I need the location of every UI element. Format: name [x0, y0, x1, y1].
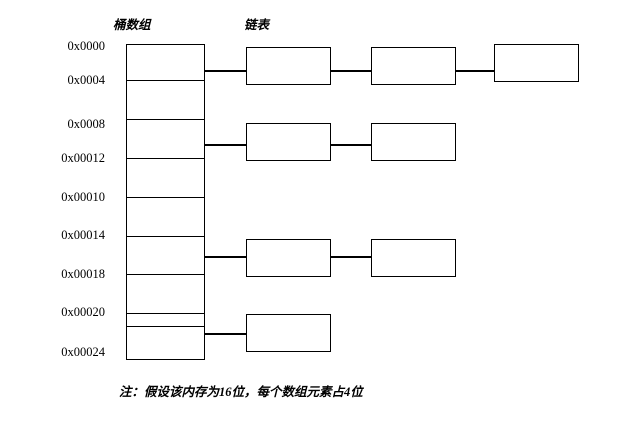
bucket-divider-2 — [127, 119, 204, 120]
address-label-6: 0x00018 — [61, 267, 105, 281]
bucket-array-title: 桶数组 — [113, 18, 151, 32]
address-label-1: 0x0004 — [67, 73, 106, 87]
address-label-3: 0x00012 — [61, 151, 105, 165]
bucket-divider-7 — [127, 313, 204, 314]
bucket-divider-5 — [127, 236, 204, 237]
chain-1-link-2 — [456, 70, 494, 72]
bucket-divider-6 — [127, 274, 204, 275]
linked-list-title: 链表 — [244, 18, 270, 32]
chain-3-link-0 — [205, 256, 246, 258]
diagram-note: 注：假设该内存为16位，每个数组元素占4位 — [119, 385, 363, 399]
bucket-array-column — [126, 44, 205, 360]
chain-2-node-1 — [371, 123, 456, 161]
address-label-0: 0x0000 — [67, 39, 106, 53]
chain-2-node-0 — [246, 123, 331, 161]
bucket-divider-4 — [127, 197, 204, 198]
chain-4-node-0 — [246, 314, 331, 352]
chain-2-link-0 — [205, 144, 246, 146]
chain-3-link-1 — [331, 256, 371, 258]
chain-1-link-1 — [331, 70, 371, 72]
address-label-5: 0x00014 — [61, 228, 105, 242]
address-label-8: 0x00024 — [61, 345, 105, 359]
bucket-divider-8 — [127, 326, 204, 327]
bucket-divider-3 — [127, 158, 204, 159]
chain-3-node-0 — [246, 239, 331, 277]
address-label-7: 0x00020 — [61, 305, 105, 319]
chain-1-node-1 — [371, 47, 456, 85]
address-label-2: 0x0008 — [67, 117, 106, 131]
chain-2-link-1 — [331, 144, 371, 146]
chain-4-link-0 — [205, 333, 246, 335]
chain-1-node-0 — [246, 47, 331, 85]
chain-1-link-0 — [205, 70, 246, 72]
address-label-4: 0x00010 — [61, 190, 105, 204]
chain-3-node-1 — [371, 239, 456, 277]
chain-1-node-2 — [494, 44, 579, 82]
bucket-divider-1 — [127, 80, 204, 81]
